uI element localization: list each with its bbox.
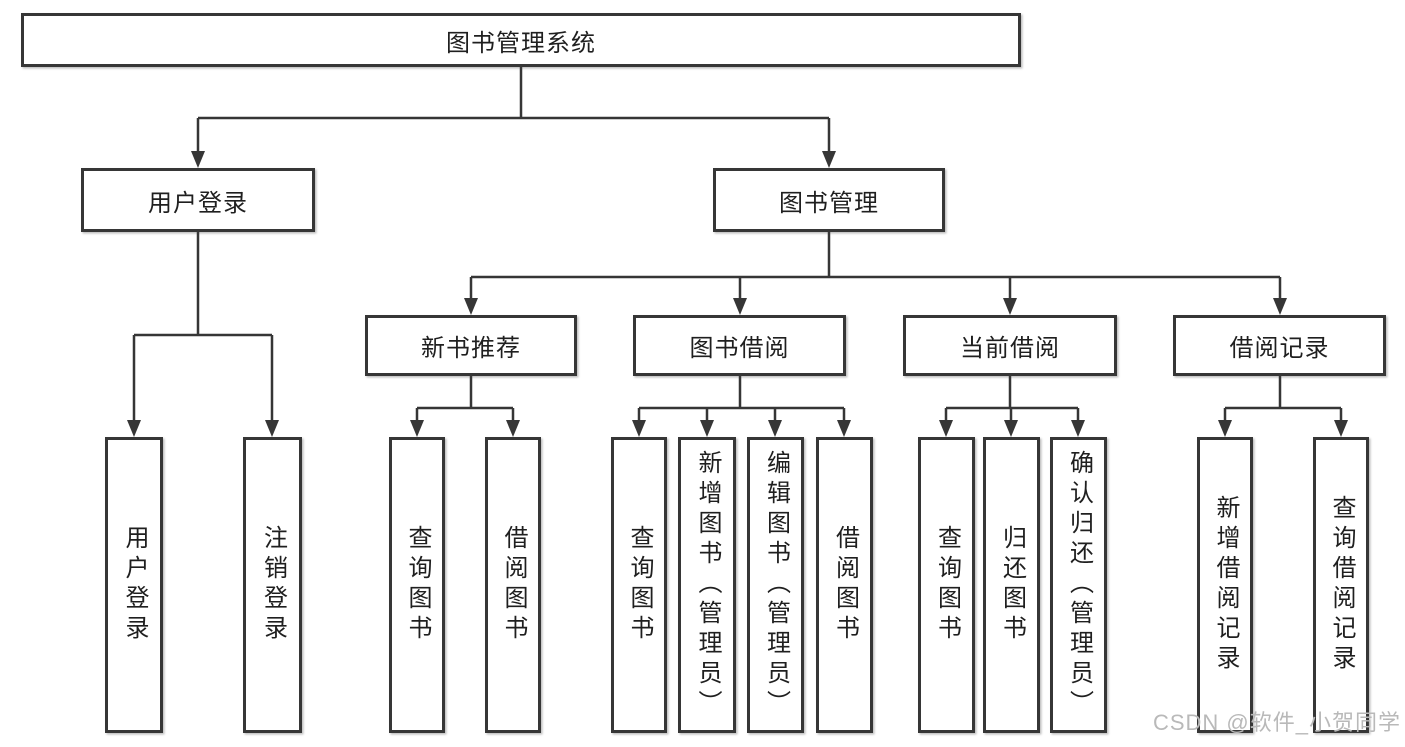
leaf-bb-query-books: 查询图书 <box>611 437 667 733</box>
node-label: 查询图书 <box>626 525 653 645</box>
node-label: 借阅图书 <box>500 525 527 645</box>
node-label: 归还图书 <box>998 525 1026 645</box>
node-current-borrowing: 当前借阅 <box>903 315 1117 376</box>
leaf-cb-return-books: 归还图书 <box>983 437 1040 733</box>
node-label: 确认归还（管理员） <box>1065 450 1093 720</box>
leaf-logout: 注销登录 <box>243 437 302 733</box>
node-label: 图书管理系统 <box>446 29 596 57</box>
node-book-borrowing: 图书借阅 <box>633 315 846 376</box>
leaf-br-query-borrow-record: 查询借阅记录 <box>1313 437 1369 733</box>
node-label: 查询图书 <box>404 525 431 645</box>
leaf-br-add-borrow-record: 新增借阅记录 <box>1197 437 1253 733</box>
leaf-bb-edit-books-admin: 编辑图书（管理员） <box>747 437 804 733</box>
connector-borrowing-records-to-leaves <box>1218 376 1348 437</box>
node-label: 借阅记录 <box>1229 335 1330 362</box>
node-label: 新增借阅记录 <box>1212 495 1239 675</box>
node-label: 用户登录 <box>121 525 148 645</box>
node-label: 新增图书（管理员） <box>694 450 721 720</box>
node-label: 图书借阅 <box>689 335 790 362</box>
connector-new-book-recommend-to-leaves <box>410 376 520 437</box>
connector-root-to-level2 <box>191 67 836 168</box>
node-borrowing-records: 借阅记录 <box>1173 315 1386 376</box>
node-label: 查询图书 <box>933 525 961 645</box>
connector-user-login-to-leaves <box>127 232 279 437</box>
connector-current-borrowing-to-leaves <box>939 376 1085 437</box>
node-new-book-recommend: 新书推荐 <box>365 315 577 376</box>
node-label: 当前借阅 <box>960 335 1060 362</box>
leaf-nbr-borrow-books: 借阅图书 <box>485 437 541 733</box>
node-label: 图书管理 <box>779 189 879 217</box>
node-label: 借阅图书 <box>831 525 859 645</box>
node-label: 用户登录 <box>148 189 248 217</box>
node-book-management: 图书管理 <box>713 168 945 232</box>
leaf-cb-query-books: 查询图书 <box>918 437 975 733</box>
leaf-nbr-query-books: 查询图书 <box>389 437 445 733</box>
node-label: 查询借阅记录 <box>1328 495 1355 675</box>
node-label: 编辑图书（管理员） <box>762 450 790 720</box>
leaf-cb-confirm-return-admin: 确认归还（管理员） <box>1050 437 1107 733</box>
connector-book-management-to-level3 <box>464 232 1287 315</box>
node-label: 新书推荐 <box>421 335 521 362</box>
node-library-management-system: 图书管理系统 <box>21 13 1021 67</box>
node-label: 注销登录 <box>259 525 287 645</box>
leaf-bb-add-books-admin: 新增图书（管理员） <box>678 437 736 733</box>
node-user-login: 用户登录 <box>81 168 315 232</box>
connector-book-borrowing-to-leaves <box>632 376 851 437</box>
leaf-user-login: 用户登录 <box>105 437 163 733</box>
watermark-csdn: CSDN @软件_小贺同学 <box>1152 710 1401 735</box>
leaf-bb-borrow-books: 借阅图书 <box>816 437 873 733</box>
